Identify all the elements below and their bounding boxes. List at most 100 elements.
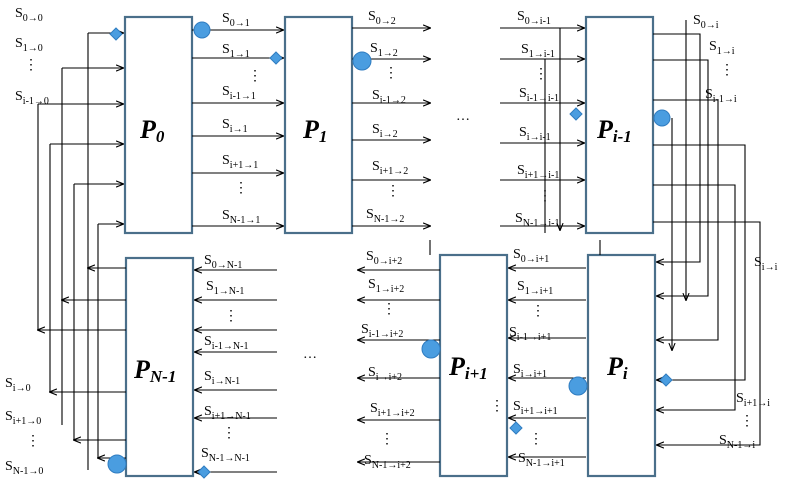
signal-label: Si-1→i	[705, 87, 737, 105]
ellipsis-label: ⋮	[222, 426, 236, 441]
signal-label: SN-1→i	[719, 433, 755, 451]
processor-label: Pi	[606, 352, 628, 383]
circle-marker	[653, 109, 671, 127]
signal-labels: S0→0S1→0 ⋮ Si-1→0Si→0Si+1→0 ⋮ SN-1→0 S0→1S1→1…	[5, 6, 778, 477]
ellipsis-label: ⋮	[234, 181, 248, 196]
signal-label: S0→i+1	[513, 247, 549, 265]
ellipsis-label: ⋮	[26, 434, 40, 449]
processor-box	[586, 253, 657, 478]
processor-pn-minus-1: PN-1	[124, 256, 195, 478]
signal-label: Si→2	[372, 122, 398, 140]
signal-label: Si→i+1	[513, 362, 547, 380]
signal-label: Si+1→N-1	[204, 404, 251, 422]
ellipsis-label: ⋮	[386, 184, 400, 199]
signal-label: Si→N-1	[204, 369, 240, 387]
ellipsis-label: ⋮	[538, 189, 552, 204]
signal-label: S1→N-1	[206, 279, 244, 297]
ellipsis-label: ⋮	[529, 432, 543, 447]
circle-marker	[352, 51, 372, 71]
diamond-marker	[109, 27, 123, 41]
diamond-marker	[197, 465, 211, 479]
processor-box	[123, 15, 194, 235]
ellipsis-label: ⋮	[248, 69, 262, 84]
ellipsis-label: ⋮	[382, 302, 396, 317]
circle-marker	[193, 21, 211, 39]
signal-label: Si→i	[754, 255, 778, 273]
signal-label: S1→i+2	[368, 277, 404, 295]
signal-label: Si+1→0	[5, 409, 41, 427]
signal-label: S0→0	[15, 6, 43, 24]
signal-label: Si→i+2	[368, 365, 402, 383]
diamond-marker	[659, 373, 673, 387]
processor-label: P0	[139, 115, 165, 146]
circle-marker	[568, 376, 588, 396]
diamond-marker	[569, 107, 583, 121]
signal-label: Si→1	[222, 117, 248, 135]
ellipsis-label: ⋮	[534, 67, 548, 82]
markers	[107, 21, 673, 479]
circle-marker	[107, 454, 127, 474]
signal-label: Si+1→i+1	[513, 399, 558, 417]
signal-label: Si→i-1	[519, 125, 551, 143]
processor-pi: Pi	[586, 253, 657, 478]
signal-label: Si+1→2	[372, 159, 408, 177]
signal-label: SN-1→i+1	[518, 451, 565, 469]
signal-label: SN-1→0	[5, 459, 43, 477]
signal-label: Si-1→2	[372, 88, 406, 106]
processor-label: PN-1	[133, 355, 176, 386]
signal-label: S0→1	[222, 11, 250, 29]
signal-label: S1→2	[370, 41, 398, 59]
signal-label: S1→0	[15, 36, 43, 54]
signal-label: S0→i+2	[366, 249, 402, 267]
signal-label: SN-1→i+2	[364, 453, 411, 471]
signal-label: S0→i	[693, 13, 719, 31]
signal-arrow	[653, 184, 736, 410]
ellipsis-label: …	[456, 109, 470, 124]
signal-arrow	[653, 33, 701, 262]
signal-label: SN-1→1	[222, 208, 260, 226]
signal-label: SN-1→2	[366, 207, 404, 225]
signal-label: Si+1→i+2	[370, 401, 415, 419]
signal-label: Si-1→i+2	[361, 322, 403, 340]
processor-box	[283, 15, 354, 235]
processor-box	[124, 256, 195, 478]
processor-box	[438, 253, 509, 478]
ellipsis-label: ⋮	[740, 414, 754, 429]
signal-label: S1→i	[709, 39, 735, 57]
ellipsis-label: ⋮	[380, 432, 394, 447]
processor-p0: P0	[123, 15, 194, 235]
ellipsis-label: ⋮	[490, 399, 504, 414]
signal-label: SN-1→N-1	[201, 446, 250, 464]
signal-label: S1→i+1	[517, 279, 553, 297]
signal-label: Si-1→1	[222, 84, 256, 102]
signal-label: Si+1→i-1	[517, 163, 559, 181]
ellipsis-label: ⋮	[24, 58, 38, 73]
diamond-marker	[269, 51, 283, 65]
processor-pi-minus-1: Pi-1	[584, 15, 655, 235]
processor-label: Pi+1	[448, 352, 488, 383]
signal-label: S1→i-1	[521, 42, 555, 60]
diamond-marker	[509, 421, 523, 435]
signal-label: Si+1→1	[222, 153, 258, 171]
signal-label: Si→0	[5, 376, 31, 394]
ellipsis-label: ⋮	[384, 66, 398, 81]
signal-label: S0→i-1	[517, 9, 551, 27]
ellipsis-label: ⋮	[224, 309, 238, 324]
signal-label: SN-1→i-1	[515, 211, 559, 229]
ellipsis-label: …	[303, 347, 317, 362]
signal-label: Si-1→0	[15, 89, 49, 107]
processor-pi-plus-1: Pi+1	[438, 253, 509, 478]
processor-label: P1	[302, 115, 327, 146]
signal-label: Si-1→N-1	[204, 334, 248, 352]
processor-label: Pi-1	[596, 115, 632, 146]
processor-p1: P1	[283, 15, 354, 235]
signal-label: Si-1→i+1	[509, 325, 551, 343]
ellipsis-label: ⋮	[531, 304, 545, 319]
ellipsis-label: ⋮	[720, 63, 734, 78]
signal-label: S0→2	[368, 9, 396, 27]
signal-label: S1→1	[222, 42, 250, 60]
signal-label: S0→N-1	[204, 253, 242, 271]
processor-box	[584, 15, 655, 235]
